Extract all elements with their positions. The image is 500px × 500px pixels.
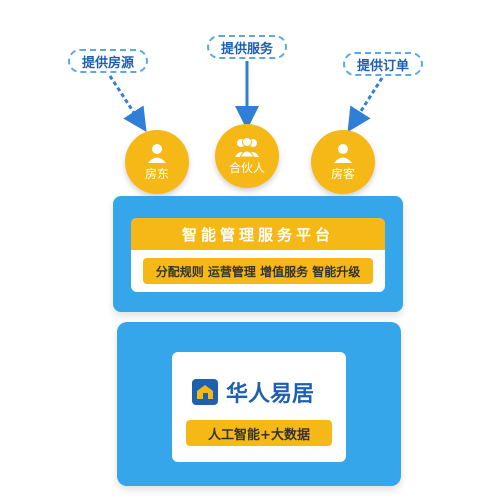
- label-provide-orders: 提供订单: [343, 52, 423, 76]
- role-landlord-label: 房东: [144, 167, 169, 181]
- brand-name: 华人易居: [226, 382, 315, 407]
- base-block: 华人易居 人工智能+大数据: [117, 322, 401, 486]
- label-provide-services: 提供服务: [207, 35, 287, 59]
- label-provide-listings: 提供房源: [68, 49, 148, 73]
- house-logo-icon: [192, 379, 218, 405]
- platform-functions: 分配规则 运营管理 增值服务 智能升级: [143, 258, 373, 284]
- tech-label: 人工智能+大数据: [186, 420, 332, 446]
- person-icon: [148, 144, 166, 163]
- platform-title: 智能管理服务平台: [131, 218, 385, 250]
- role-guest-label: 房客: [330, 167, 355, 181]
- role-partner: 合伙人: [215, 124, 279, 188]
- person-icon: [334, 144, 352, 163]
- group-icon: [235, 137, 259, 158]
- platform-panel: 智能管理服务平台 分配规则 运营管理 增值服务 智能升级: [131, 218, 385, 292]
- arrow-left: [108, 75, 147, 133]
- role-partner-label: 合伙人: [228, 161, 265, 175]
- brand-panel: 华人易居 人工智能+大数据: [172, 352, 346, 462]
- role-guest: 房客: [311, 130, 375, 194]
- brand-logo: 华人易居: [190, 372, 330, 412]
- role-landlord: 房东: [125, 130, 189, 194]
- arrow-right: [347, 77, 384, 133]
- platform-block: 智能管理服务平台 分配规则 运营管理 增值服务 智能升级: [113, 196, 403, 312]
